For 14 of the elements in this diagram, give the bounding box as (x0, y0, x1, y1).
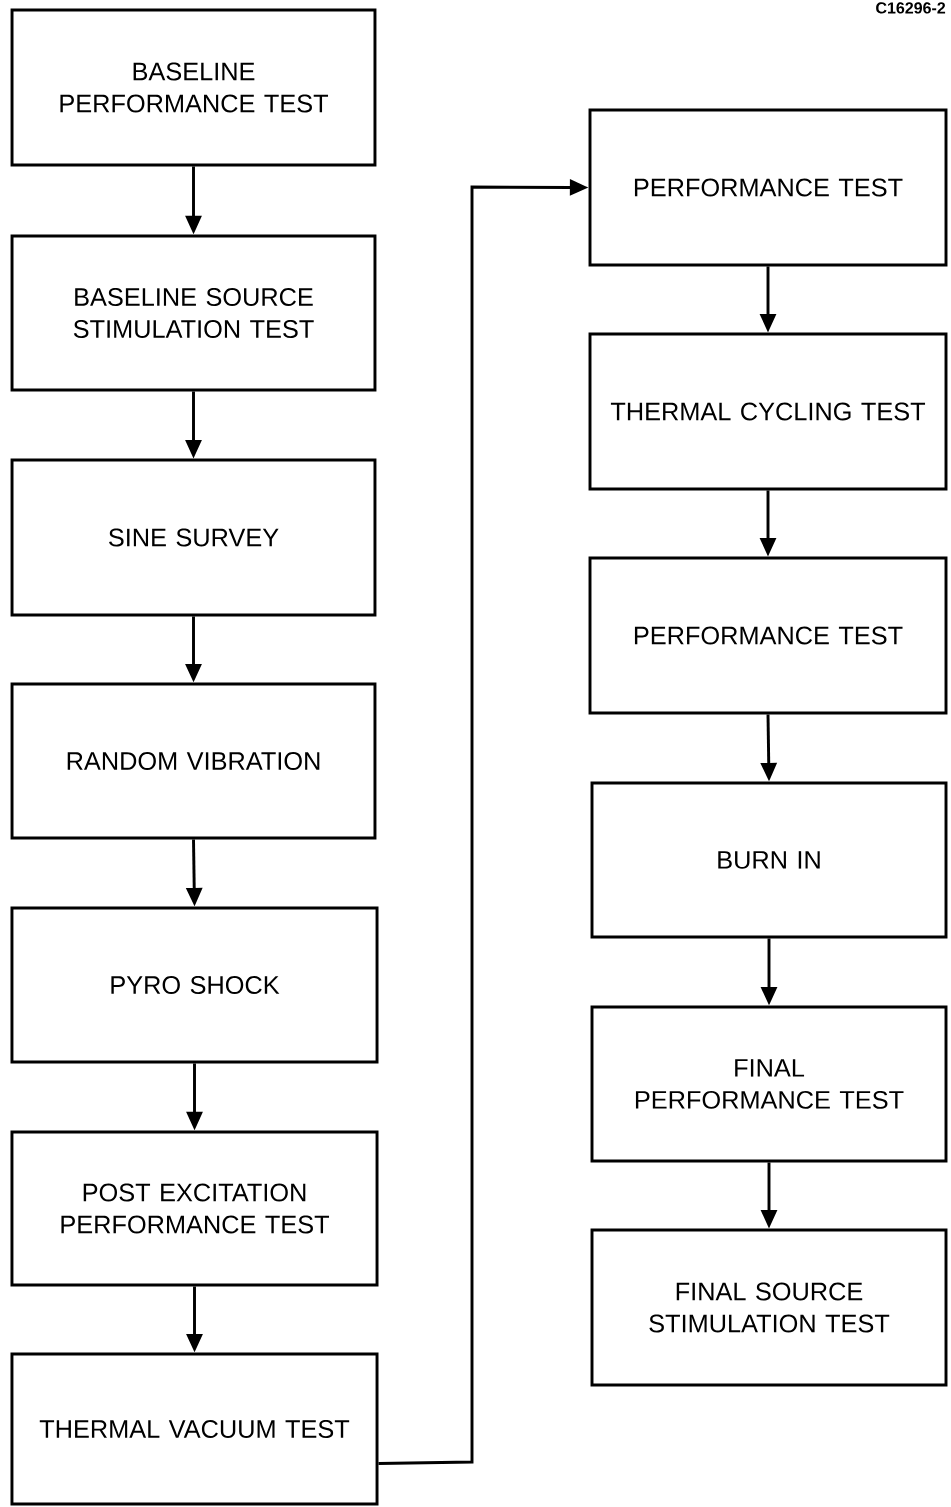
process-box: FINAL SOURCE STIMULATION TEST (590, 1228, 948, 1387)
process-box: THERMAL VACUUM TEST (10, 1352, 379, 1506)
process-box: THERMAL CYCLING TEST (588, 332, 948, 491)
process-box: SINE SURVEY (10, 458, 377, 617)
process-box: PERFORMANCE TEST (588, 108, 948, 267)
process-box: BURN IN (590, 781, 948, 939)
process-box: FINAL PERFORMANCE TEST (590, 1005, 948, 1163)
process-box: RANDOM VIBRATION (10, 682, 377, 840)
figure-number: C16296-2 (876, 2, 946, 14)
process-box: POST EXCITATION PERFORMANCE TEST (10, 1130, 379, 1287)
process-box: PYRO SHOCK (10, 906, 379, 1064)
process-box: BASELINE PERFORMANCE TEST (10, 8, 377, 167)
process-box: PERFORMANCE TEST (588, 556, 948, 715)
process-box: BASELINE SOURCE STIMULATION TEST (10, 234, 377, 392)
